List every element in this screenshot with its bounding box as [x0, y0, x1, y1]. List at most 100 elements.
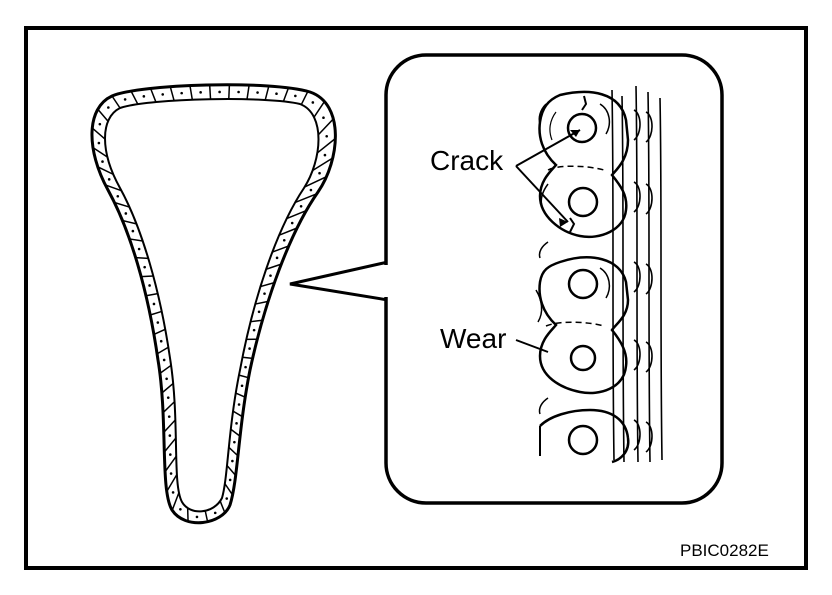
chain-link-pin	[124, 212, 128, 215]
chain-link-divider	[92, 147, 108, 158]
chain-link-pin	[167, 415, 171, 418]
chain-link-divider	[105, 184, 122, 192]
chain-link-pin	[269, 274, 272, 277]
chain-link-pin	[142, 95, 146, 98]
crack-leader-top	[515, 129, 581, 167]
chain-link-pin	[152, 302, 156, 306]
chain-link-divider	[204, 510, 209, 522]
crack-mark-bottom	[569, 217, 576, 233]
chain-link-divider	[166, 474, 178, 492]
chain-link-pin	[116, 194, 120, 198]
cracked-link-plate	[538, 90, 630, 239]
chain-link-pin	[294, 94, 297, 98]
chain-link-pin	[231, 459, 234, 463]
chain-link-pin	[97, 141, 101, 145]
chain-link-pin	[137, 247, 141, 251]
chain-link-divider	[316, 137, 336, 154]
chain-link-pin	[225, 497, 229, 500]
callout-pointer	[289, 260, 389, 302]
chain-link-pin	[131, 229, 135, 233]
chain-link-pin	[252, 328, 256, 332]
chain-link-divider	[219, 500, 226, 514]
chain-link-pin	[159, 339, 163, 343]
chain-link-pin	[156, 321, 160, 324]
chain-link-pin	[171, 491, 175, 494]
chain-link-divider	[294, 193, 318, 204]
chain-link-pin	[257, 310, 261, 314]
chain-link-divider	[162, 401, 176, 414]
wear-label: Wear	[440, 323, 506, 354]
chain-link-divider	[246, 84, 250, 100]
chain-link-pin	[168, 434, 172, 437]
chain-link-divider	[122, 219, 137, 225]
chain-link-pin	[162, 358, 166, 362]
chain-link-divider	[149, 88, 157, 103]
lower-link-plate	[539, 408, 630, 464]
chain-link-pin	[290, 221, 294, 225]
chain-link-pin	[101, 160, 104, 163]
chain-link-pin	[322, 116, 325, 120]
chain-link-pin	[244, 365, 247, 369]
chain-link-divider	[163, 437, 177, 453]
chain-link-pin	[123, 98, 127, 101]
side-plates	[611, 85, 663, 463]
chain-link-divider	[97, 166, 114, 176]
callout-bubble	[384, 53, 724, 505]
chain-link-divider	[260, 281, 275, 288]
chain-link-pin	[325, 134, 328, 138]
chain-link-divider	[317, 118, 334, 136]
chain-link-pin	[275, 92, 278, 95]
chain-link-divider	[171, 492, 180, 511]
rollers	[538, 103, 549, 415]
chain-link-divider	[159, 364, 172, 374]
worn-link-plate	[535, 256, 630, 395]
chain-link-pin	[165, 377, 168, 381]
chain-link-divider	[169, 86, 175, 101]
chain-link-pin	[240, 384, 244, 388]
chain-link-pin	[282, 238, 286, 242]
chain-link-divider	[312, 157, 334, 172]
chain-link-divider	[304, 176, 327, 188]
chain-link-divider	[145, 292, 158, 297]
chain-link-pin	[237, 403, 241, 406]
chain-link-pin	[161, 93, 165, 96]
chain-link-pin	[318, 171, 321, 175]
chain-link-pin	[218, 90, 221, 94]
chain-link-pin	[148, 284, 151, 287]
chain-link-divider	[97, 108, 109, 122]
chain-link-divider	[242, 356, 253, 360]
chain-link-divider	[278, 227, 298, 236]
chain-link-pin	[311, 101, 315, 104]
chain-link-pin	[275, 256, 279, 260]
chain-link-divider	[153, 328, 166, 336]
chain-link-pin	[169, 453, 172, 456]
chain-link-divider	[230, 428, 241, 437]
chain-link-pin	[179, 507, 182, 511]
chain-link-divider	[91, 127, 106, 140]
chain-link-divider	[300, 91, 309, 105]
chain-link-divider	[255, 300, 269, 305]
chain-link-pin	[107, 106, 110, 109]
chain-link-pin	[299, 204, 303, 208]
chain-link-pin	[213, 511, 217, 515]
chain-link-pin	[180, 91, 183, 95]
chain-link-divider	[111, 95, 121, 109]
chain-link-divider	[130, 90, 139, 105]
chain-link-pin	[256, 91, 259, 94]
chain-link-pin	[248, 347, 251, 350]
chain-link-pin	[107, 178, 111, 181]
chain-link-divider	[272, 245, 290, 253]
chain-link-pin	[323, 153, 327, 157]
chain-link-divider	[228, 84, 231, 100]
chain-link-divider	[129, 238, 143, 242]
chain-link-pin	[228, 478, 232, 482]
chain-link-pin	[143, 265, 146, 269]
crack-mark-top	[581, 95, 588, 111]
chain-link-divider	[282, 87, 290, 102]
chain-link-divider	[189, 85, 194, 100]
chain-link-pin	[195, 515, 199, 519]
chain-link-pin	[235, 422, 238, 425]
chain-link-divider	[250, 319, 263, 323]
chain-link-pin	[233, 440, 236, 444]
chain-link-divider	[238, 374, 249, 379]
